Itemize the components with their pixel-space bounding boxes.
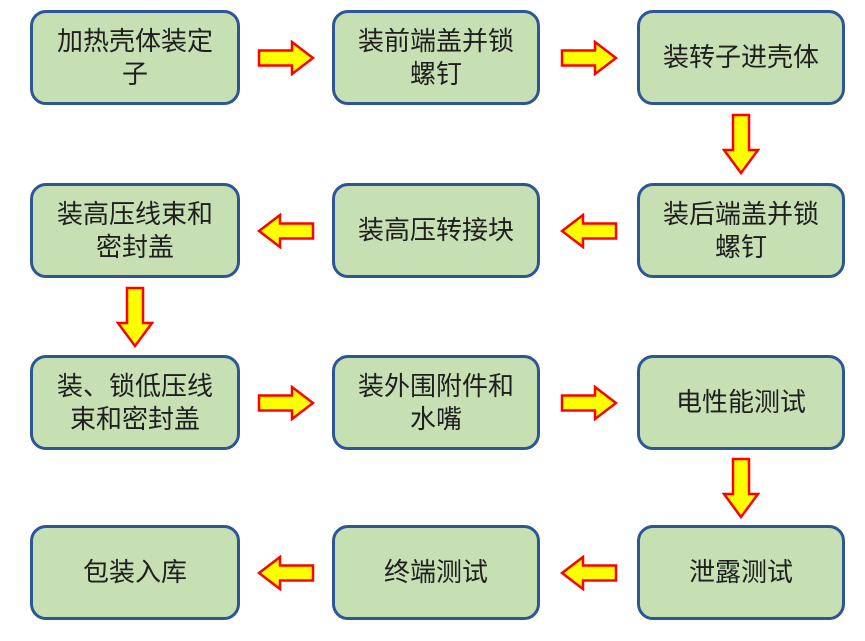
flow-step-11: 终端测试 xyxy=(332,525,540,620)
flow-step-10: 泄露测试 xyxy=(637,525,845,620)
flow-step-9: 电性能测试 xyxy=(637,355,845,450)
arrow-down-icon xyxy=(637,105,845,183)
arrow-right-icon xyxy=(240,10,332,105)
flow-step-2: 装前端盖并锁螺钉 xyxy=(332,10,540,105)
flow-step-5: 装高压转接块 xyxy=(332,183,540,278)
arrow-left-icon xyxy=(240,183,332,278)
flow-step-12: 包装入库 xyxy=(30,525,240,620)
arrow-left-icon xyxy=(540,183,637,278)
flow-step-3: 装转子进壳体 xyxy=(637,10,845,105)
arrow-left-icon xyxy=(240,525,332,620)
flowchart-grid: 加热壳体装定子 装前端盖并锁螺钉 装转子进壳体 装后端盖并锁螺钉 装高压转接块 … xyxy=(30,10,845,620)
arrow-down-icon xyxy=(637,450,845,525)
flow-step-4: 装后端盖并锁螺钉 xyxy=(637,183,845,278)
flow-step-7: 装、锁低压线束和密封盖 xyxy=(30,355,240,450)
arrow-left-icon xyxy=(540,525,637,620)
flow-step-1: 加热壳体装定子 xyxy=(30,10,240,105)
flow-step-6: 装高压线束和密封盖 xyxy=(30,183,240,278)
arrow-right-icon xyxy=(540,355,637,450)
arrow-right-icon xyxy=(240,355,332,450)
arrow-right-icon xyxy=(540,10,637,105)
arrow-down-icon xyxy=(30,278,240,355)
flow-step-8: 装外围附件和水嘴 xyxy=(332,355,540,450)
